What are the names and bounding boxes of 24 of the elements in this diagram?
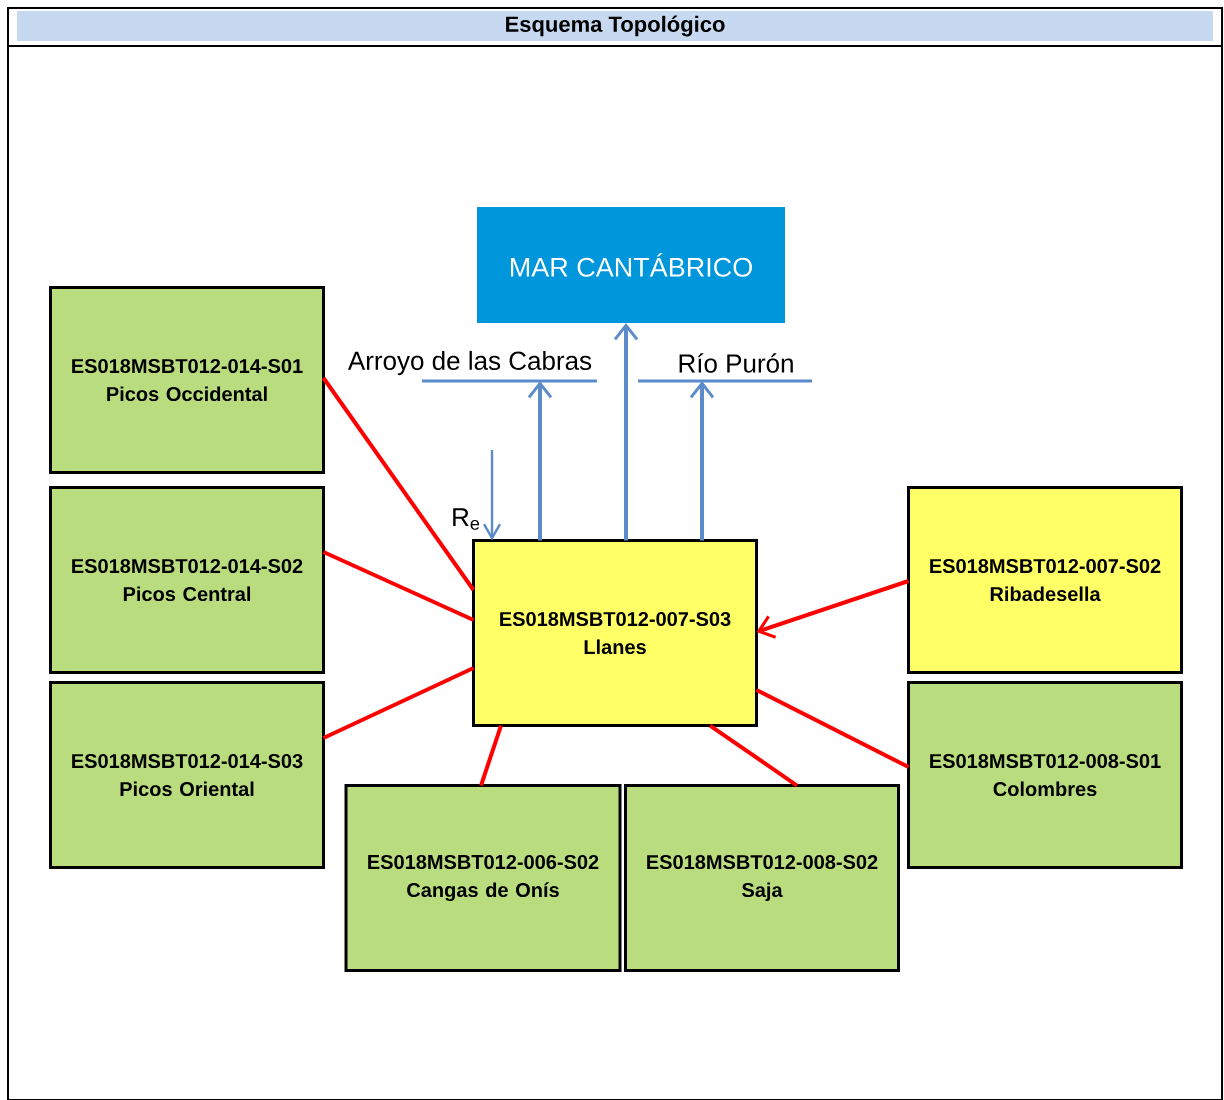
aquifer-box: ES018MSBT012-007-S03 Llanes [472, 539, 758, 728]
aquifer-box: ES018MSBT012-014-S01 Picos Occidental [49, 286, 325, 474]
aquifer-box: ES018MSBT012-008-S02 Saja [624, 784, 900, 973]
connector-line [755, 688, 910, 769]
connector-line [321, 376, 476, 592]
river-label: Arroyo de las Cabras [347, 350, 592, 376]
connector-line [479, 724, 503, 787]
aquifer-box: ES018MSBT012-007-S02 Ribadesella [907, 486, 1183, 674]
arrow [756, 579, 910, 639]
connector-line [708, 723, 799, 788]
title-band: Esquema Topológico [17, 11, 1213, 41]
arrow [527, 381, 553, 541]
arrow [613, 323, 639, 541]
arrow [689, 381, 715, 541]
connector-line [322, 550, 475, 622]
aquifer-box: ES018MSBT012-008-S01 Colombres [907, 681, 1183, 870]
aquifer-box: ES018MSBT012-014-S02 Picos Central [49, 486, 325, 674]
edge-label: R$_{e}$ [449, 506, 483, 532]
aquifer-box: ES018MSBT012-006-S02 Cangas de Onís [344, 784, 622, 973]
connector-line [322, 666, 475, 740]
sea-box: MAR CANTÁBRICO [477, 207, 785, 323]
aquifer-box: ES018MSBT012-014-S03 Picos Oriental [49, 681, 325, 870]
river-label: Río Purón [679, 353, 793, 373]
arrow [482, 450, 502, 541]
